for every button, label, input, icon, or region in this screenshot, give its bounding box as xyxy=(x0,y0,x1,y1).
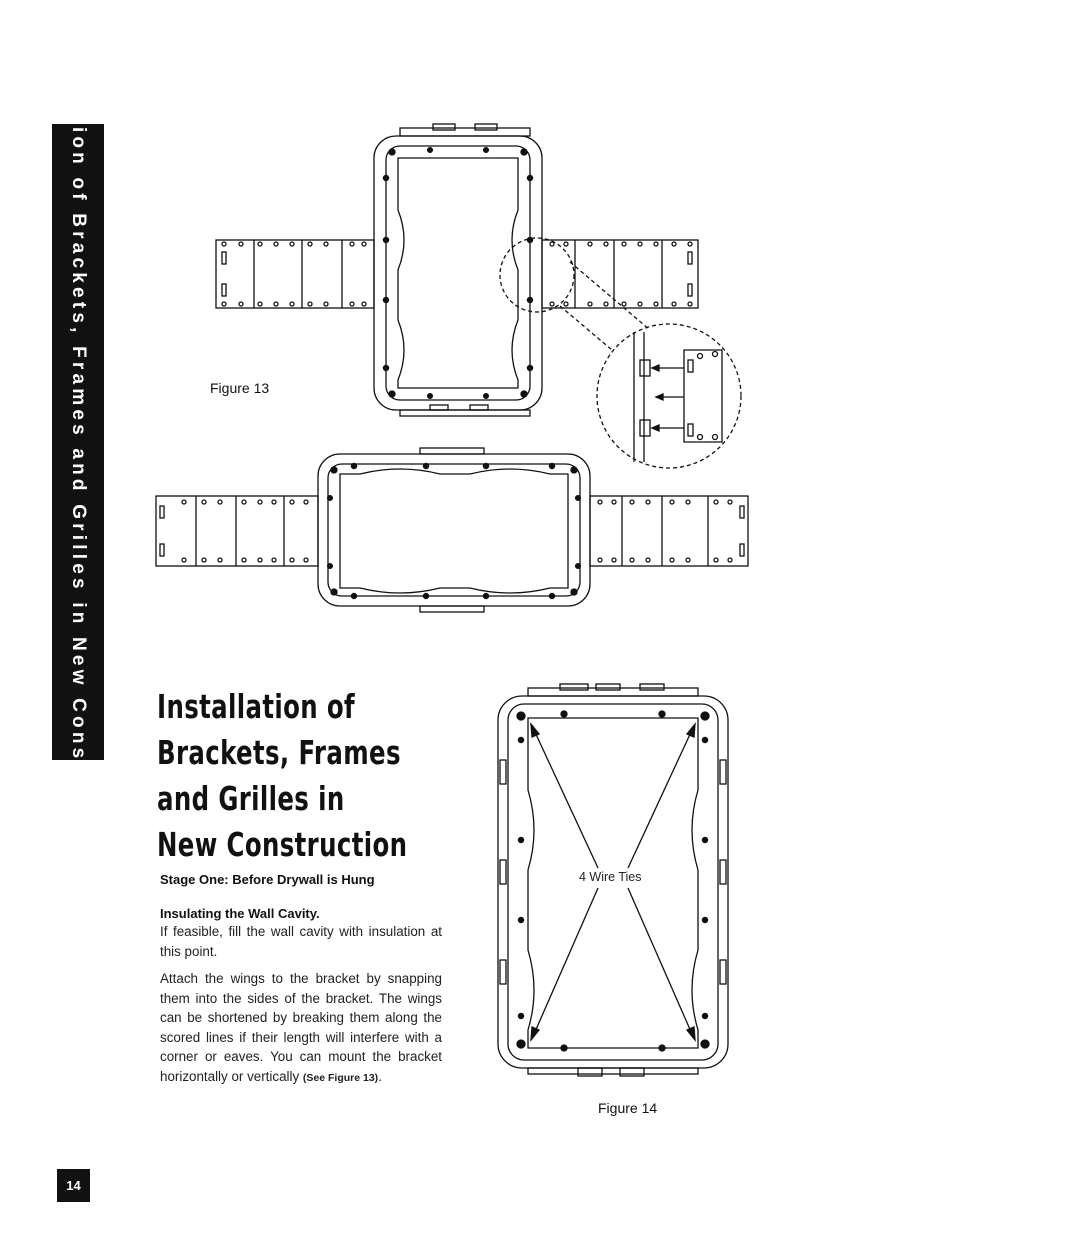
figure-13-detail-callout xyxy=(499,237,742,469)
figure-13-vertical-bracket xyxy=(215,123,699,417)
page-title: Installation of Brackets, Frames and Gri… xyxy=(157,684,407,868)
page-number: 14 xyxy=(57,1169,90,1202)
stage-heading: Stage One: Before Drywall is Hung xyxy=(160,872,375,887)
figure-13-label: Figure 13 xyxy=(210,380,270,396)
wings-paragraph-text: Attach the wings to the bracket by snapp… xyxy=(160,971,442,1084)
wings-paragraph: Attach the wings to the bracket by snapp… xyxy=(160,969,442,1088)
side-tab xyxy=(52,124,104,760)
wire-ties-label: 4 Wire Ties xyxy=(577,870,644,884)
sentence-end: . xyxy=(378,1068,382,1084)
section-subheading: Insulating the Wall Cavity. xyxy=(160,906,320,921)
figure-14-bracket xyxy=(497,683,729,1077)
figure-13-horizontal-bracket xyxy=(155,447,749,613)
page-title-line: Installation of xyxy=(157,687,356,726)
insulation-paragraph: If feasible, fill the wall cavity with i… xyxy=(160,924,442,959)
figure-14-label: Figure 14 xyxy=(598,1100,658,1116)
figure-reference: (See Figure 13) xyxy=(302,1071,379,1084)
page-title-line: and Grilles in xyxy=(157,779,345,818)
page-title-line: Brackets, Frames xyxy=(157,733,401,772)
page-title-line: New Construction xyxy=(157,825,408,864)
